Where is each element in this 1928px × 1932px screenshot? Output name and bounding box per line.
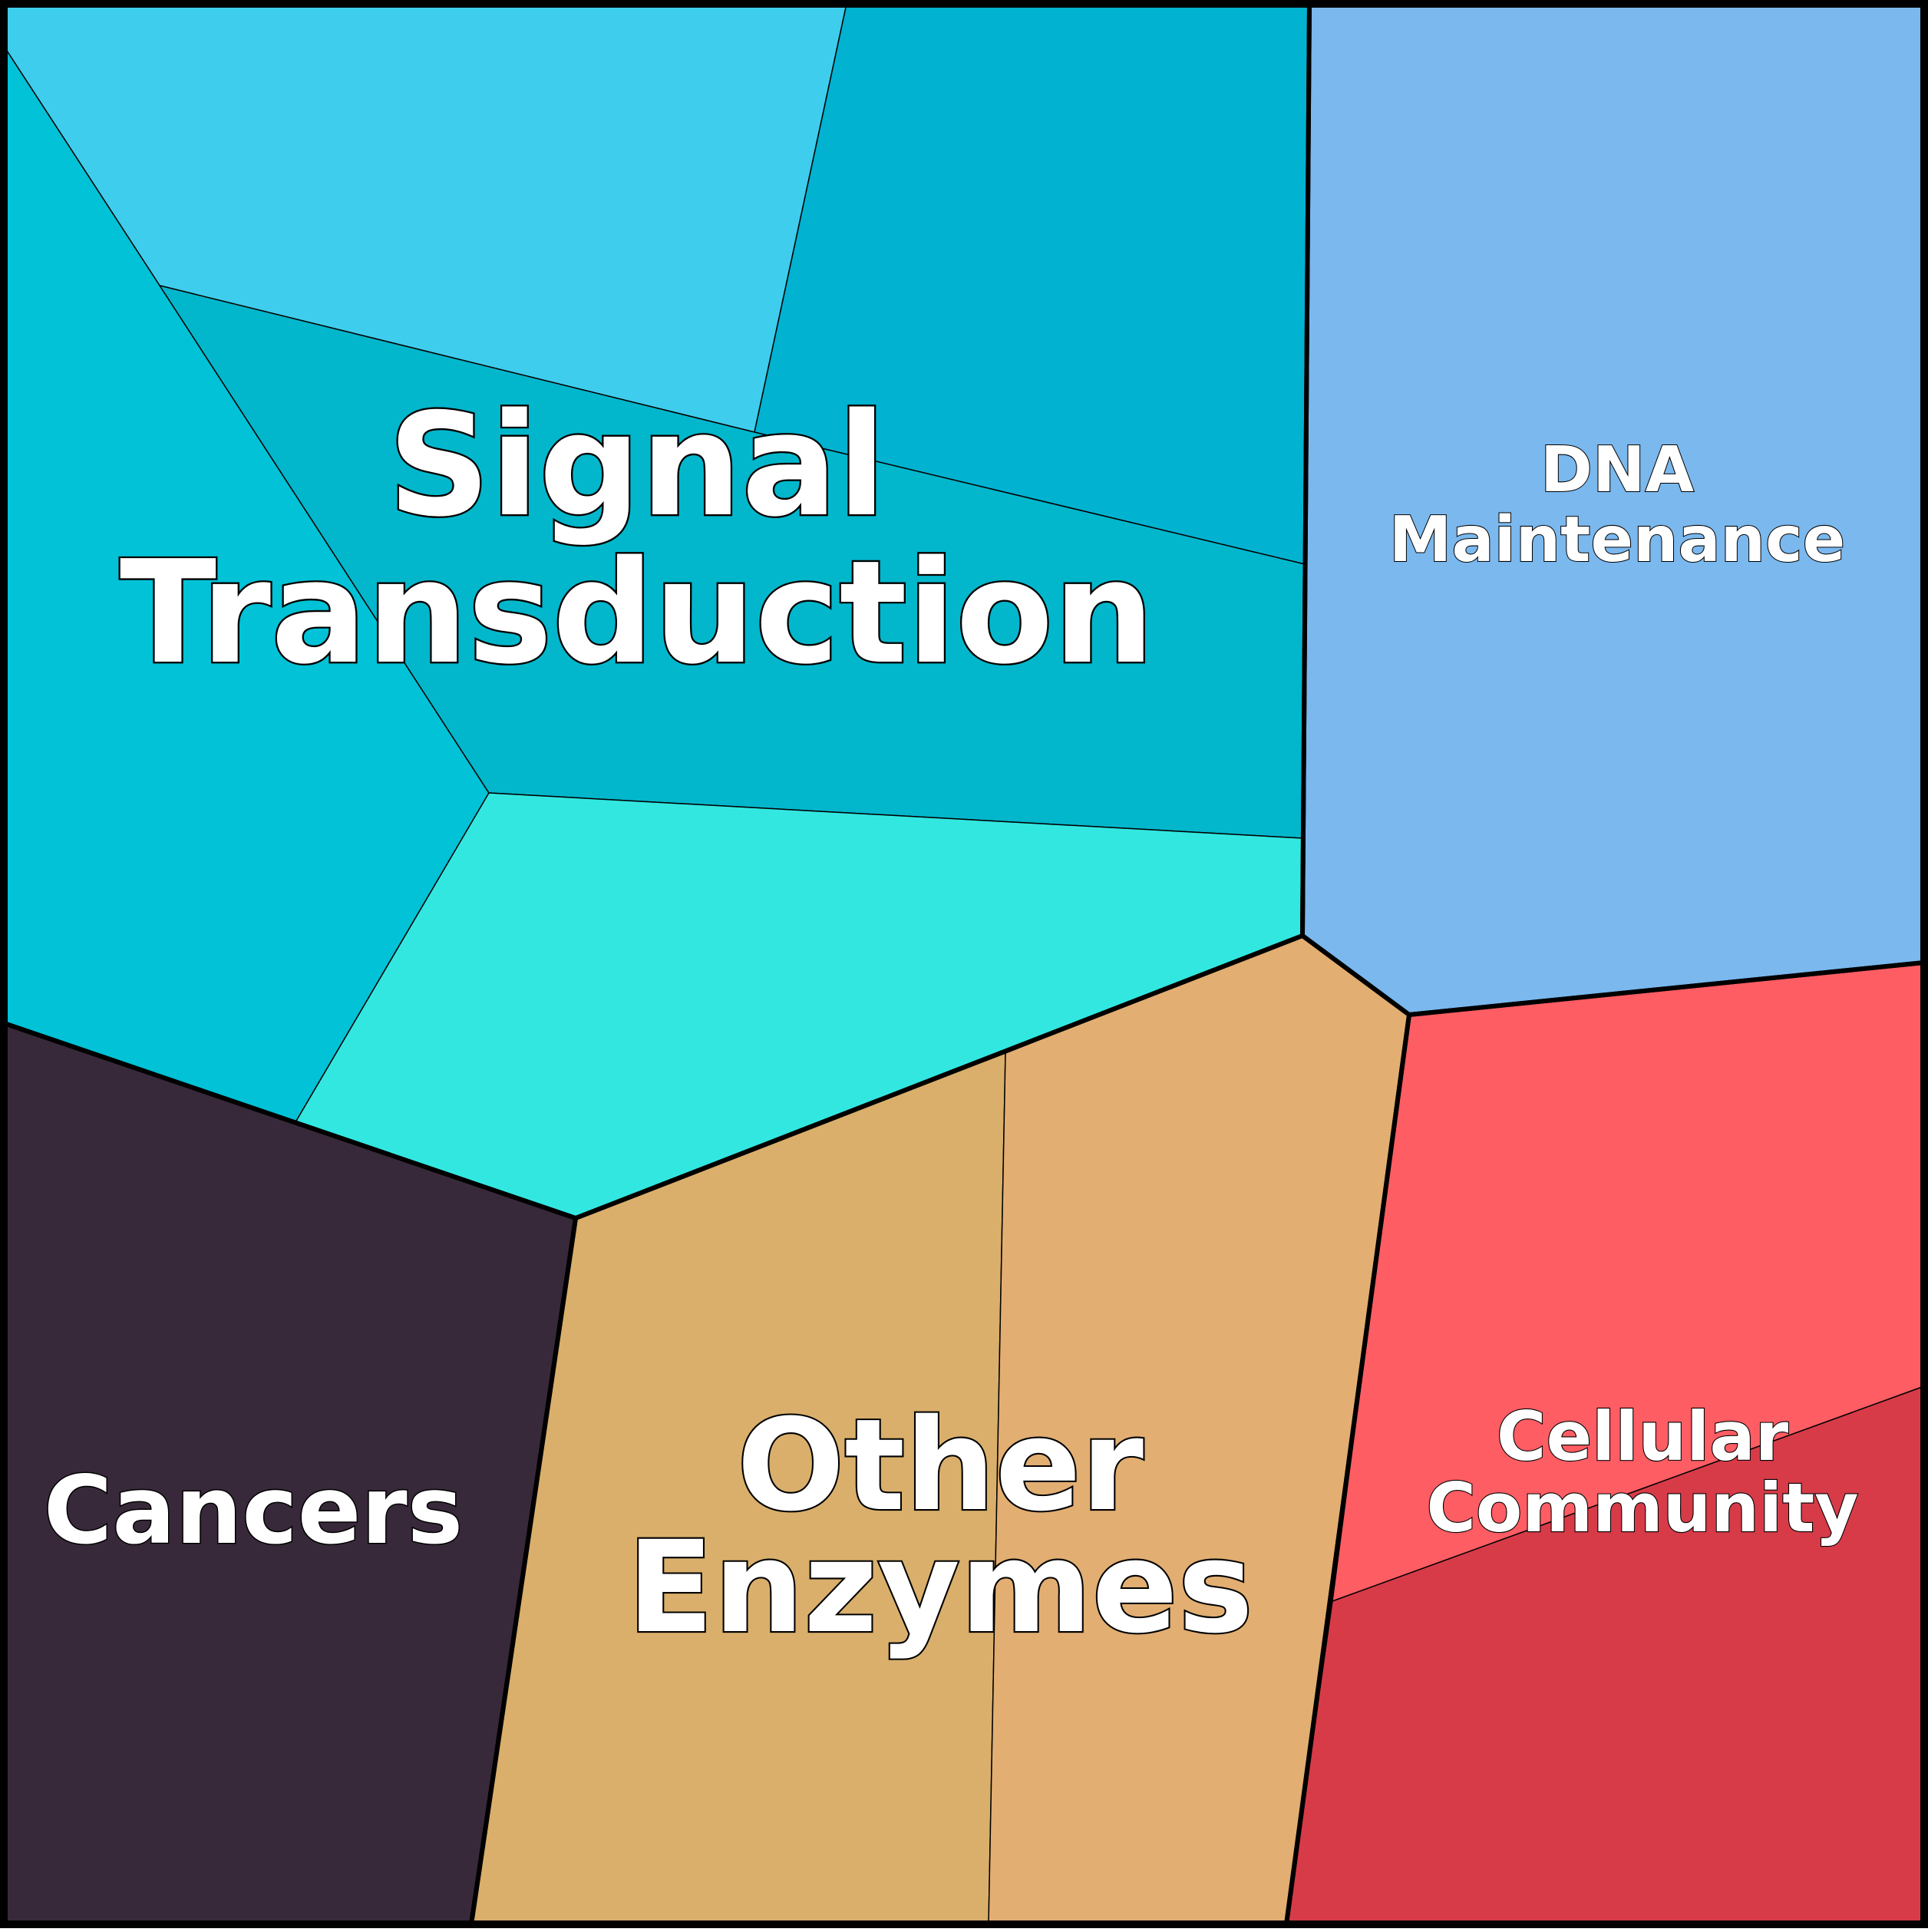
cellular-label-line-2: Community	[1426, 1468, 1858, 1547]
enzymes-label-line-2: Enzymes	[627, 1514, 1253, 1661]
cancers-label: Cancers	[44, 1456, 464, 1565]
enzymes-label-line-1: Other	[737, 1392, 1144, 1539]
dna-label-line-1: DNA	[1540, 434, 1695, 507]
cancers-label-line-1: Cancers	[44, 1456, 464, 1565]
signal-label-line-2: Transduction	[120, 530, 1154, 695]
cellular-label-line-1: Cellular	[1497, 1397, 1789, 1476]
signal-label-line-1: Signal	[388, 382, 886, 548]
cells-layer	[3, 3, 1925, 1925]
dna-label-line-2: Maintenance	[1389, 504, 1846, 576]
